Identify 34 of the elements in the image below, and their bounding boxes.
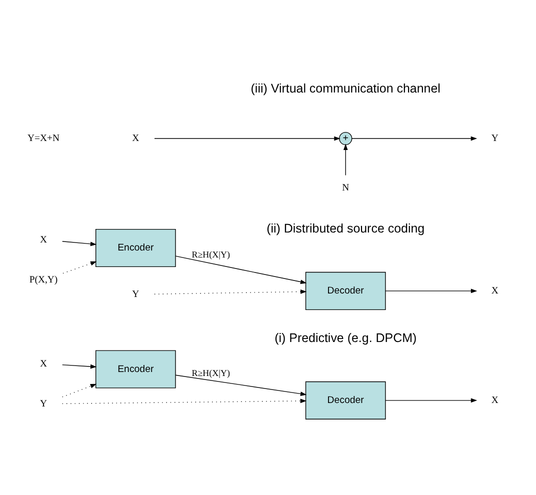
arrow <box>154 289 307 294</box>
node-circle: + <box>339 131 352 145</box>
label: (iii) Virtual communication channel <box>250 80 440 95</box>
node-text: X <box>491 285 498 296</box>
arrow <box>62 240 97 246</box>
arrow <box>62 383 97 397</box>
node-text: Y <box>40 398 48 409</box>
node-box: Encoder <box>95 228 176 267</box>
node-box: Decoder <box>305 271 386 310</box>
arrow <box>62 364 97 368</box>
label: Y=X+N <box>28 132 60 144</box>
arrow <box>175 255 307 284</box>
node-text: N <box>342 182 350 193</box>
edge-label: R≥H(X|Y) <box>192 248 230 259</box>
node-text: Y <box>132 288 140 300</box>
node-box: Encoder <box>95 350 176 388</box>
label: (i) Predictive (e.g. DPCM) <box>274 330 417 344</box>
node-text: P(X,Y) <box>29 274 58 285</box>
arrow <box>343 143 348 176</box>
arrow <box>62 260 97 274</box>
node-text: X <box>491 394 498 406</box>
arrow <box>175 374 307 396</box>
arrow <box>352 136 478 140</box>
node-text: X <box>132 132 140 144</box>
label: (ii) Distributed source coding <box>266 220 425 235</box>
node-text: X <box>40 234 48 245</box>
arrow <box>154 136 340 140</box>
node-box: Decoder <box>305 380 386 419</box>
arrow <box>62 398 307 404</box>
node-text: X <box>40 358 48 369</box>
edge-label: R≥H(X|Y) <box>192 367 230 378</box>
node-text: Y <box>491 132 498 144</box>
arrow <box>385 288 478 293</box>
arrow <box>385 398 478 402</box>
